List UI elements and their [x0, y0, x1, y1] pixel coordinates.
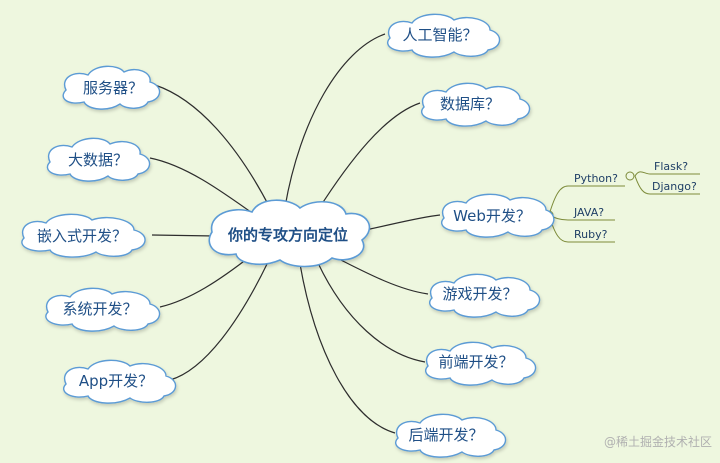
node-app-label: App开发？ [79, 372, 153, 390]
branch-line-app [169, 261, 269, 381]
branch-line-system [159, 254, 253, 308]
node-web[interactable] [441, 193, 555, 238]
node-embedded-label: 嵌入式开发？ [37, 227, 127, 245]
node-backend-label: 后端开发？ [408, 426, 483, 444]
branch-line-backend [299, 263, 396, 434]
node-game[interactable] [429, 273, 541, 318]
branch-line-bigdata [149, 157, 256, 216]
node-app[interactable] [63, 359, 177, 404]
leaf-ruby[interactable]: Ruby? [574, 228, 608, 241]
node-embedded[interactable] [21, 213, 146, 258]
python-collapse-handle[interactable] [625, 171, 635, 181]
node-web-label: Web开发？ [453, 207, 531, 225]
leaf-java[interactable]: JAVA? [573, 206, 604, 219]
leaf-line-django [634, 175, 700, 195]
node-frontend[interactable] [425, 341, 537, 386]
branch-line-server [154, 84, 271, 209]
branch-line-ai [284, 33, 386, 208]
branch-line-frontend [317, 262, 426, 363]
node-bigdata-label: 大数据？ [68, 151, 128, 169]
node-database[interactable] [421, 82, 531, 127]
node-server[interactable] [62, 65, 161, 110]
node-system-label: 系统开发？ [62, 300, 137, 318]
leaf-flask[interactable]: Flask? [654, 160, 688, 173]
node-frontend-label: 前端开发？ [438, 353, 513, 371]
node-ai[interactable] [387, 13, 501, 58]
branch-lines [149, 33, 441, 434]
branch-line-embedded [151, 234, 216, 237]
node-ai-label: 人工智能？ [402, 26, 477, 44]
node-system[interactable] [45, 287, 161, 332]
node-bigdata[interactable] [46, 137, 151, 182]
node-backend[interactable] [395, 413, 507, 458]
node-database-label: 数据库？ [440, 95, 500, 113]
leaf-line-flask [634, 171, 700, 177]
watermark-text: @稀土掘金技术社区 [604, 434, 712, 449]
leaf-line-python [548, 185, 625, 216]
node-game-label: 游戏开发？ [442, 285, 517, 303]
leaf-python[interactable]: Python? [574, 172, 618, 185]
branch-line-game [334, 256, 429, 295]
branch-line-database [317, 102, 421, 211]
leaf-django[interactable]: Django? [652, 180, 697, 193]
center-node-label: 你的专攻方向定位 [227, 226, 348, 244]
center-node[interactable] [208, 199, 371, 268]
node-server-label: 服务器？ [83, 79, 143, 97]
